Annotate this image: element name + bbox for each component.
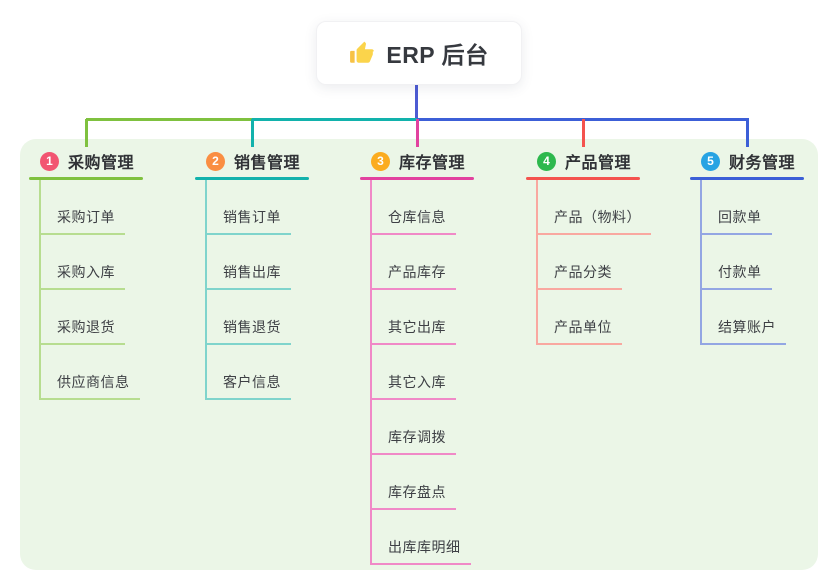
child-node-row: 销售订单 [207, 180, 345, 235]
child-node[interactable]: 产品（物料） [538, 207, 651, 235]
child-node[interactable]: 其它出库 [372, 317, 456, 345]
child-node[interactable]: 销售退货 [207, 317, 291, 345]
branch-underline [526, 177, 640, 180]
branch-number-badge: 3 [371, 151, 390, 171]
child-node-row: 库存调拨 [372, 400, 510, 455]
thumbs-up-icon [349, 40, 375, 66]
branch-number-badge: 4 [537, 151, 556, 171]
branch-drop-line-3 [416, 119, 419, 147]
branch-underline [690, 177, 804, 180]
branch-node-label: 库存管理 [399, 155, 466, 172]
branch-2: 2 销售管理销售订单销售出库销售退货客户信息 [195, 148, 345, 400]
child-node[interactable]: 库存盘点 [372, 482, 456, 510]
child-node[interactable]: 仓库信息 [372, 207, 456, 235]
branch-underline [29, 177, 143, 180]
branch-number-badge: 1 [40, 151, 59, 171]
branch-children: 回款单付款单结算账户 [700, 180, 839, 345]
child-node-row: 产品（物料） [538, 180, 676, 235]
branch-drop-line-4 [582, 119, 585, 147]
child-node-row: 产品分类 [538, 235, 676, 290]
branch-drop-line-2 [251, 119, 254, 147]
child-node[interactable]: 结算账户 [702, 317, 786, 345]
branch-node-4[interactable]: 4 产品管理 [526, 148, 676, 174]
child-node-row: 付款单 [702, 235, 839, 290]
child-node[interactable]: 产品单位 [538, 317, 622, 345]
child-node[interactable]: 出库库明细 [372, 537, 471, 565]
child-node-row: 采购入库 [41, 235, 179, 290]
branch-5: 5 财务管理回款单付款单结算账户 [690, 148, 839, 345]
child-node[interactable]: 采购入库 [41, 262, 125, 290]
child-node[interactable]: 供应商信息 [41, 372, 140, 400]
branch-drop-line-1 [85, 119, 88, 147]
child-node[interactable]: 产品分类 [538, 262, 622, 290]
child-node-row: 其它入库 [372, 345, 510, 400]
child-node-row: 产品库存 [372, 235, 510, 290]
child-node-row: 客户信息 [207, 345, 345, 400]
child-node[interactable]: 采购退货 [41, 317, 125, 345]
child-node-row: 销售退货 [207, 290, 345, 345]
branch-drop-line-5 [746, 119, 749, 147]
branch-node-label: 销售管理 [234, 155, 301, 172]
branch-number-badge: 5 [701, 151, 720, 171]
branch-children: 产品（物料） 产品分类产品单位 [536, 180, 676, 345]
branch-node-label: 产品管理 [565, 155, 632, 172]
root-stem-line [415, 85, 418, 121]
branch-children: 仓库信息产品库存其它出库其它入库库存调拨库存盘点出库库明细 [370, 180, 510, 565]
branches-panel [20, 139, 818, 570]
child-node-row: 回款单 [702, 180, 839, 235]
branch-node-5[interactable]: 5 财务管理 [690, 148, 839, 174]
child-node-row: 产品单位 [538, 290, 676, 345]
child-node[interactable]: 库存调拨 [372, 427, 456, 455]
branch-node-label: 财务管理 [729, 155, 796, 172]
child-node-row: 结算账户 [702, 290, 839, 345]
child-node[interactable]: 采购订单 [41, 207, 125, 235]
child-node[interactable]: 客户信息 [207, 372, 291, 400]
branch-3: 3 库存管理仓库信息产品库存其它出库其它入库库存调拨库存盘点出库库明细 [360, 148, 510, 565]
child-node-row: 销售出库 [207, 235, 345, 290]
child-node[interactable]: 产品库存 [372, 262, 456, 290]
branch-children: 采购订单采购入库采购退货供应商信息 [39, 180, 179, 400]
branch-node-1[interactable]: 1 采购管理 [29, 148, 179, 174]
child-node[interactable]: 付款单 [702, 262, 772, 290]
trunk-left-segment [86, 118, 252, 121]
branch-node-label: 采购管理 [68, 155, 135, 172]
branch-1: 1 采购管理采购订单采购入库采购退货供应商信息 [29, 148, 179, 400]
branch-underline [360, 177, 474, 180]
child-node-row: 库存盘点 [372, 455, 510, 510]
branch-underline [195, 177, 309, 180]
trunk-middle-segment [252, 118, 417, 121]
child-node-row: 其它出库 [372, 290, 510, 345]
child-node-row: 出库库明细 [372, 510, 510, 565]
branch-4: 4 产品管理产品（物料） 产品分类产品单位 [526, 148, 676, 345]
branch-node-2[interactable]: 2 销售管理 [195, 148, 345, 174]
child-node[interactable]: 其它入库 [372, 372, 456, 400]
child-node-row: 供应商信息 [41, 345, 179, 400]
root-node-label: ERP 后台 [386, 42, 489, 68]
child-node-row: 采购退货 [41, 290, 179, 345]
branch-children: 销售订单销售出库销售退货客户信息 [205, 180, 345, 400]
child-node[interactable]: 销售订单 [207, 207, 291, 235]
root-node-erp[interactable]: ERP 后台 [316, 21, 522, 85]
child-node[interactable]: 销售出库 [207, 262, 291, 290]
child-node[interactable]: 回款单 [702, 207, 772, 235]
branch-number-badge: 2 [206, 151, 225, 171]
branch-node-3[interactable]: 3 库存管理 [360, 148, 510, 174]
child-node-row: 仓库信息 [372, 180, 510, 235]
child-node-row: 采购订单 [41, 180, 179, 235]
